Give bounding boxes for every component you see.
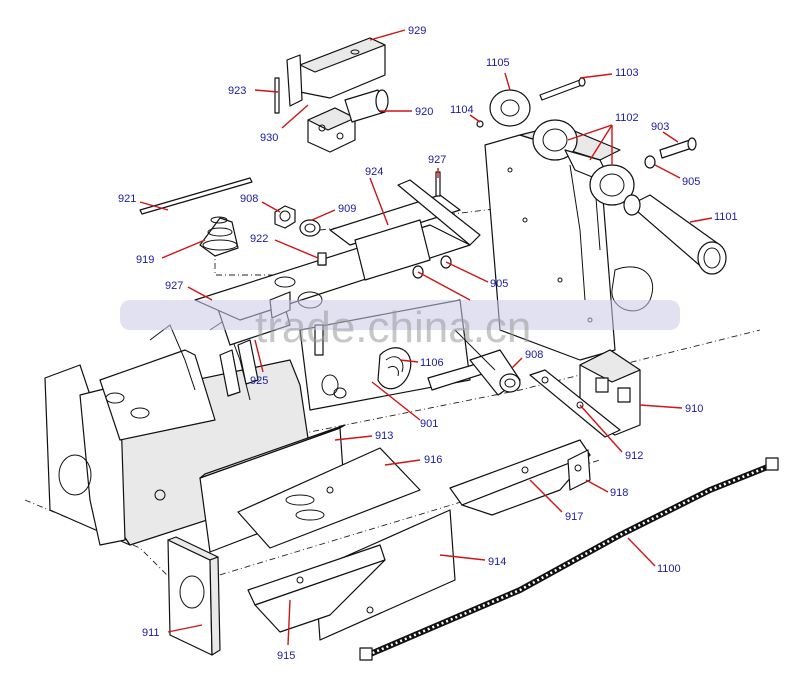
part-911-end-plate (167, 536, 221, 656)
callout-920: 920 (415, 106, 433, 118)
part-1106-handle (377, 347, 412, 390)
callout-905-right: 905 (682, 176, 700, 188)
callout-919: 919 (136, 254, 154, 266)
watermark: trade.china.cn (120, 300, 680, 352)
part-929-bracket (286, 37, 386, 107)
callout-916: 916 (424, 454, 442, 466)
callout-1101: 1101 (714, 211, 738, 223)
part-923-rod (274, 77, 280, 114)
callout-925: 925 (250, 375, 268, 387)
callout-921: 921 (118, 193, 136, 205)
part-905-washer (644, 155, 656, 169)
part-912-strip (529, 369, 621, 438)
callout-909: 909 (338, 203, 356, 215)
part-1100-spring-hose (359, 457, 779, 661)
part-903-bolt (659, 137, 697, 159)
callout-918: 918 (610, 487, 628, 499)
callout-914: 914 (488, 556, 506, 568)
part-908-lever-assembly (427, 329, 521, 396)
callout-923: 923 (228, 85, 246, 97)
callout-901: 901 (420, 418, 438, 430)
part-909-washer (299, 219, 321, 237)
callout-903: 903 (651, 121, 669, 133)
callout-930: 930 (260, 132, 278, 144)
callout-905-rail: 905 (490, 278, 508, 290)
part-921-rod (139, 177, 253, 215)
callout-908-upper: 908 (240, 193, 258, 205)
part-916-plate (237, 447, 421, 549)
callout-927-upper: 927 (428, 154, 446, 166)
callout-1103: 1103 (615, 67, 639, 79)
callout-1100: 1100 (657, 563, 681, 575)
callout-1105: 1105 (486, 57, 510, 69)
callout-910: 910 (685, 403, 703, 415)
callout-911: 911 (142, 627, 160, 639)
callout-1102: 1102 (615, 112, 639, 124)
callout-927-lower: 927 (165, 280, 183, 292)
part-919-fitting (199, 216, 239, 257)
callout-1106: 1106 (420, 357, 444, 369)
watermark-text: trade.china.cn (255, 303, 531, 352)
callout-917: 917 (565, 511, 583, 523)
callout-1104: 1104 (450, 104, 474, 116)
part-915-angle-plate (247, 544, 386, 633)
part-925-rails (219, 339, 259, 397)
part-1102-rollers (532, 119, 635, 206)
callout-929: 929 (408, 25, 426, 37)
part-1101-handle-bar (611, 194, 727, 312)
part-917-angle-plate (449, 439, 591, 516)
part-918-tab (567, 449, 591, 491)
callout-924: 924 (365, 166, 383, 178)
callouts: 929 923 930 920 921 908 909 924 927 922 … (118, 25, 738, 662)
part-1104-nut (476, 120, 484, 128)
part-930-valve-block (307, 107, 356, 153)
part-922-pin (317, 252, 327, 266)
part-924-top-frame (194, 179, 481, 321)
part-920-cylinder (344, 89, 389, 123)
part-1105-ring (489, 89, 531, 127)
callout-908-lower: 908 (525, 349, 543, 361)
callout-912: 912 (625, 450, 643, 462)
callout-922: 922 (250, 233, 268, 245)
part-908-nut (274, 205, 296, 229)
callout-913: 913 (375, 430, 393, 442)
part-1103-pin (539, 77, 586, 101)
callout-915: 915 (277, 650, 295, 662)
